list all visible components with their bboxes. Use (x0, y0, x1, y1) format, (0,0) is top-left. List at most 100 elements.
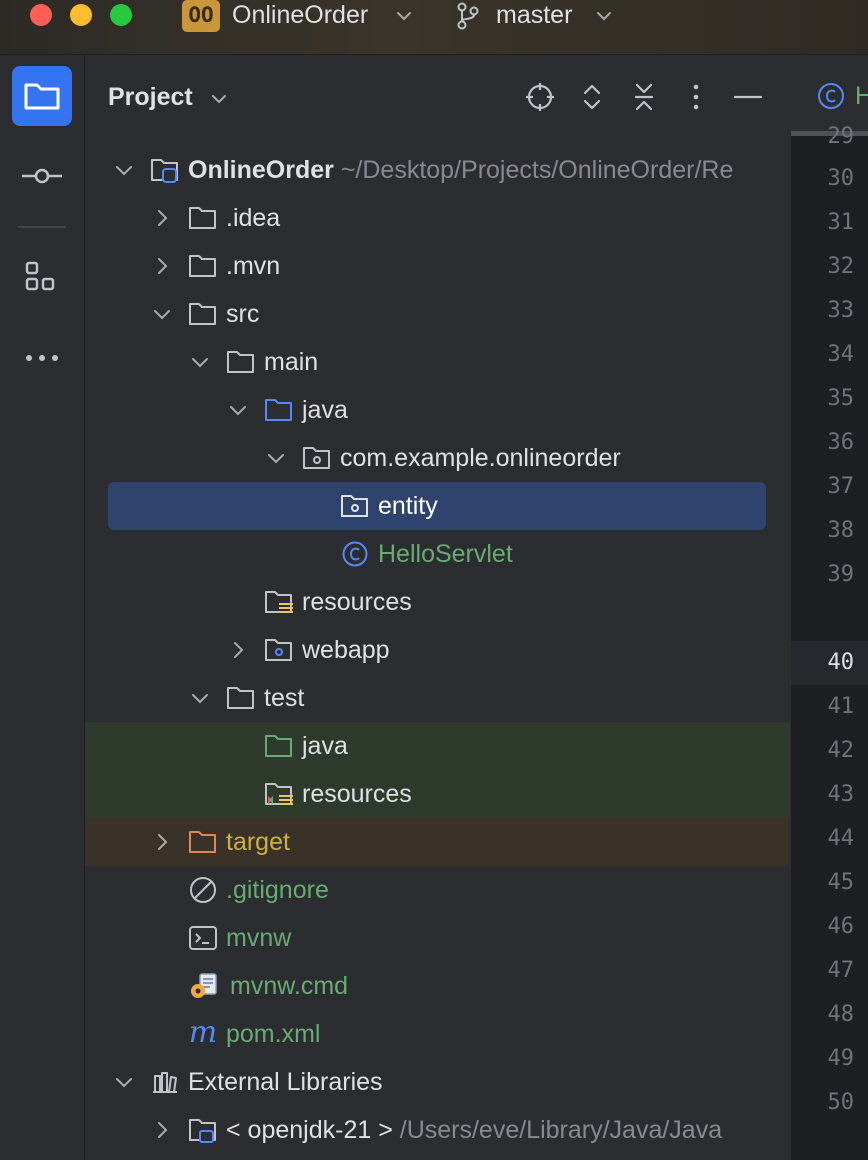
tree-item-label: java (302, 396, 348, 424)
expand-all-icon[interactable] (576, 81, 608, 113)
chevron-down-icon[interactable] (226, 398, 250, 422)
tree-item-label: webapp (302, 636, 390, 664)
chevron-down-icon[interactable] (188, 350, 212, 374)
chevron-right-icon[interactable] (150, 254, 174, 278)
structure-icon (25, 261, 55, 291)
line-number: 39 (827, 562, 855, 587)
tree-item-src[interactable]: src (85, 290, 790, 338)
tree-item-path: /Users/eve/Library/Java/Java (399, 1116, 723, 1144)
tree-item-label: < openjdk-21 > (226, 1116, 393, 1144)
editor-area[interactable]: H 29 30 31 32 33 34 35 36 37 38 39 40 41… (791, 55, 868, 1160)
class-icon (342, 541, 368, 567)
chevron-down-icon[interactable] (150, 302, 174, 326)
tool-window-strip (0, 55, 85, 1160)
locate-icon[interactable] (524, 81, 556, 113)
chevron-down-icon[interactable] (209, 89, 229, 109)
close-window-button[interactable] (30, 4, 52, 26)
tree-item-webapp[interactable]: webapp (85, 626, 790, 674)
tree-item-label: com.example.onlineorder (340, 444, 621, 472)
chevron-right-icon[interactable] (226, 638, 250, 662)
minimize-window-button[interactable] (70, 4, 92, 26)
line-number: 32 (827, 254, 855, 279)
options-icon[interactable] (680, 81, 712, 113)
tree-item-package[interactable]: com.example.onlineorder (85, 434, 790, 482)
branch-name[interactable]: master (496, 1, 573, 29)
tree-item-resources[interactable]: resources (85, 578, 790, 626)
tree-item-mvnw-cmd[interactable]: mvnw.cmd (85, 962, 790, 1010)
line-number: 34 (827, 342, 855, 367)
class-icon (818, 83, 844, 109)
tree-item-mvn[interactable]: .mvn (85, 242, 790, 290)
project-tool-button[interactable] (12, 66, 72, 126)
tree-item-mvnw[interactable]: mvnw (85, 914, 790, 962)
folder-icon (24, 83, 60, 110)
tree-item-test-resources[interactable]: resources (85, 770, 790, 818)
line-number: 42 (827, 738, 855, 763)
collapse-all-icon[interactable] (628, 81, 660, 113)
test-row-bg (85, 722, 790, 770)
chevron-down-icon[interactable] (264, 446, 288, 470)
chevron-down-icon[interactable] (112, 1070, 136, 1094)
tree-item-test-java[interactable]: java (85, 722, 790, 770)
tree-item-gitignore[interactable]: .gitignore (85, 866, 790, 914)
tree-item-label: .gitignore (226, 876, 329, 904)
line-number: 33 (827, 298, 855, 323)
title-bar: OO OnlineOrder master (0, 0, 868, 55)
libraries-icon (153, 1072, 177, 1093)
resources-folder-icon (265, 591, 293, 613)
line-number: 44 (827, 826, 855, 851)
more-tools-button[interactable] (12, 328, 72, 388)
commit-tool-button[interactable] (12, 146, 72, 206)
tree-item-test[interactable]: test (85, 674, 790, 722)
line-number: 35 (827, 386, 855, 411)
line-number: 50 (827, 1090, 855, 1115)
tree-item-external-libraries[interactable]: External Libraries (85, 1058, 790, 1106)
tree-item-openjdk[interactable]: < openjdk-21 > /Users/eve/Library/Java/J… (85, 1106, 790, 1154)
chevron-down-icon[interactable] (594, 6, 614, 26)
current-line-highlight (791, 641, 868, 685)
tree-item-main[interactable]: main (85, 338, 790, 386)
test-row-bg (85, 770, 790, 818)
tree-item-label: pom.xml (226, 1020, 321, 1048)
line-number: 49 (827, 1046, 855, 1071)
chevron-right-icon[interactable] (150, 1118, 174, 1142)
structure-tool-button[interactable] (12, 247, 72, 307)
tree-item-label: External Libraries (188, 1068, 383, 1096)
line-number: 37 (827, 474, 855, 499)
tree-item-java[interactable]: java (85, 386, 790, 434)
chevron-down-icon[interactable] (188, 686, 212, 710)
tree-item-label: resources (302, 588, 412, 616)
tree-item-label: OnlineOrder (188, 156, 334, 184)
tree-item-pom[interactable]: m pom.xml (85, 1010, 790, 1058)
maximize-window-button[interactable] (110, 4, 132, 26)
panel-title[interactable]: Project (108, 83, 193, 111)
line-number: 47 (827, 958, 855, 983)
tree-item-target[interactable]: target (85, 818, 790, 866)
tree-item-label: src (226, 300, 260, 328)
chevron-down-icon[interactable] (394, 6, 414, 26)
project-name[interactable]: OnlineOrder (232, 1, 369, 29)
editor-tab-label[interactable]: H (855, 82, 868, 110)
tree-item-idea[interactable]: .idea (85, 194, 790, 242)
web-folder-icon (265, 639, 292, 661)
tree-item-entity[interactable]: entity (85, 482, 790, 530)
tree-item-label: test (264, 684, 305, 712)
tree-item-label: main (264, 348, 319, 376)
line-number: 38 (827, 518, 855, 543)
excluded-row-bg (85, 818, 790, 866)
project-badge[interactable]: OO (182, 0, 220, 32)
hide-panel-icon[interactable] (732, 81, 764, 113)
chevron-right-icon[interactable] (150, 830, 174, 854)
tree-item-onlineorder[interactable]: OnlineOrder ~/Desktop/Projects/OnlineOrd… (85, 146, 790, 194)
tree-item-path: ~/Desktop/Projects/OnlineOrder/Re (340, 156, 734, 184)
ignore-file-icon (190, 877, 216, 903)
tree-item-label: .mvn (226, 252, 281, 280)
maven-icon: m (188, 1015, 218, 1050)
tree-item-label: resources (302, 780, 412, 808)
tree-item-helloservlet[interactable]: HelloServlet (85, 530, 790, 578)
chevron-right-icon[interactable] (150, 206, 174, 230)
test-source-folder-icon (265, 735, 292, 757)
line-number-current: 40 (827, 650, 855, 675)
chevron-down-icon[interactable] (112, 158, 136, 182)
tree-item-label: mvnw.cmd (230, 972, 349, 1000)
